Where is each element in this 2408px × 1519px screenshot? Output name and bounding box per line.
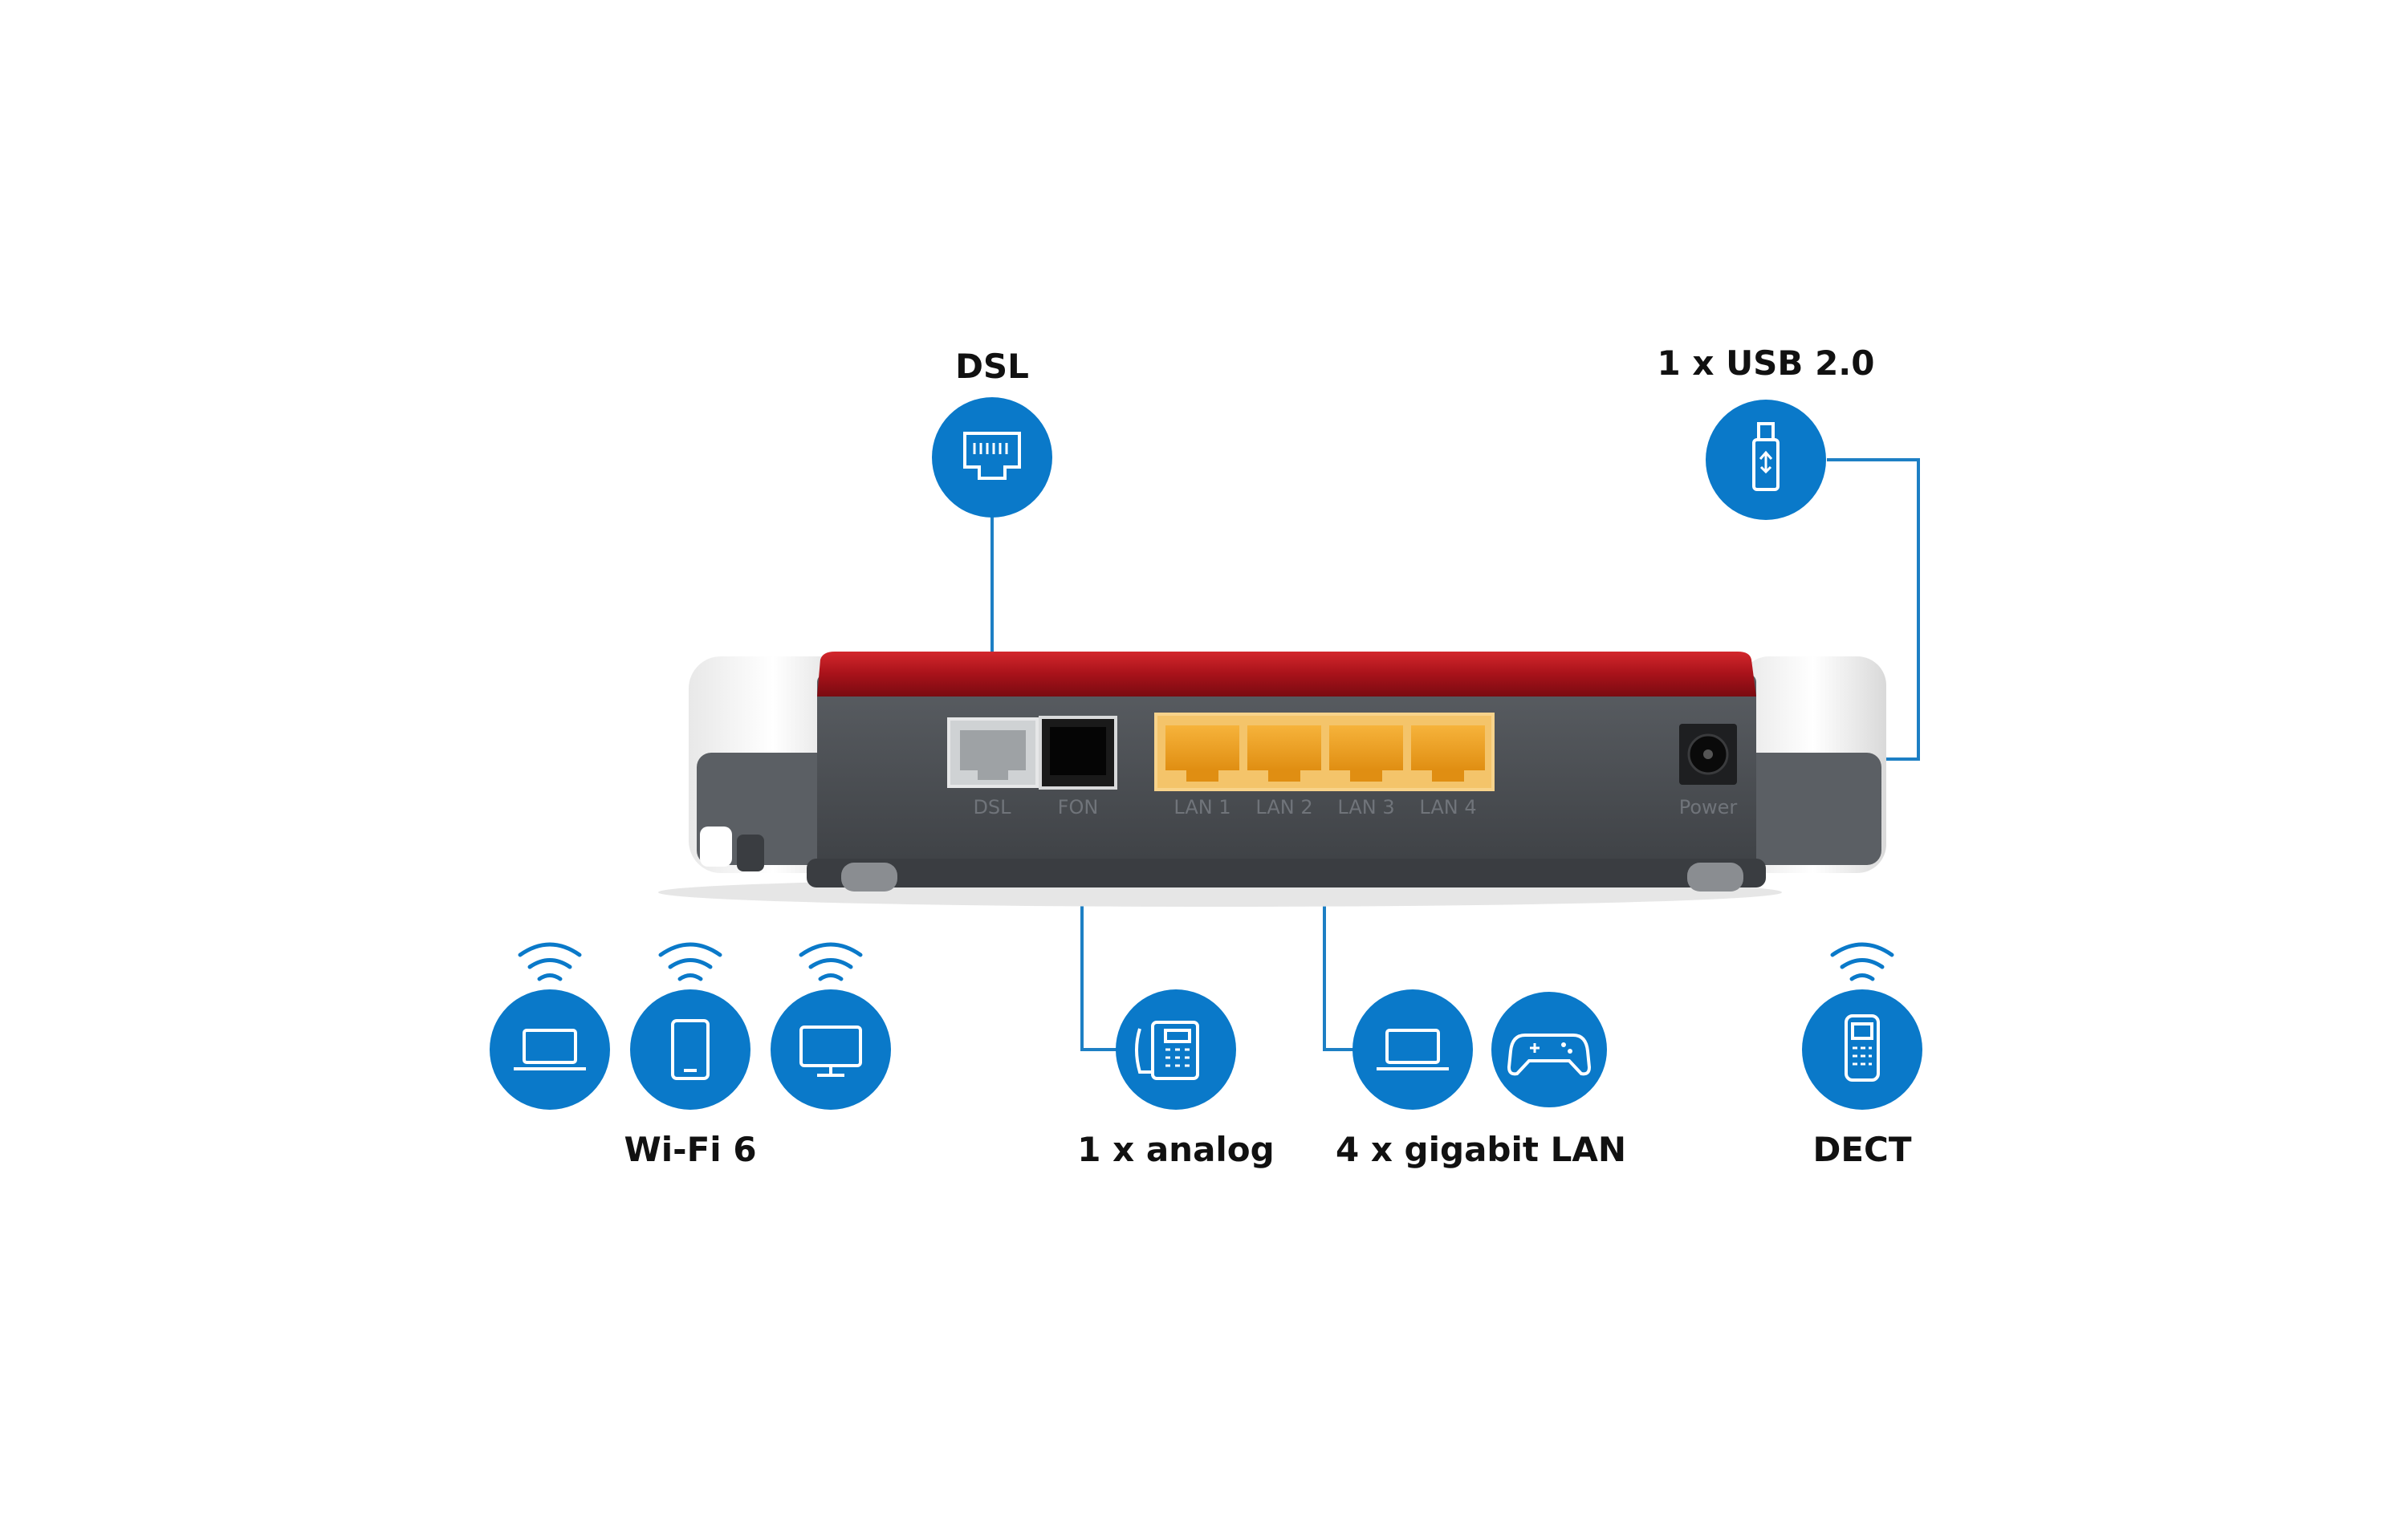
laptop-icon — [1377, 1029, 1449, 1070]
router-foot-right — [1687, 863, 1743, 891]
dect-group — [1802, 942, 1922, 1110]
port-label-fon: FON — [1058, 796, 1099, 818]
lan-port-4 — [1411, 725, 1485, 770]
wifi-label: Wi-Fi 6 — [624, 1130, 757, 1169]
lan-group — [1352, 987, 1612, 1112]
fon-port — [1039, 716, 1117, 790]
router-left-cap — [689, 656, 857, 873]
lan-port-3 — [1329, 725, 1403, 770]
lan-ports — [1154, 713, 1495, 791]
usb-circle — [1706, 400, 1826, 520]
gamepad-icon — [1507, 1034, 1592, 1076]
lan-label: 4 x gigabit LAN — [1335, 1130, 1627, 1169]
port-label-dsl: DSL — [973, 796, 1011, 818]
monitor-icon — [799, 1026, 862, 1077]
port-label-lan3: LAN 3 — [1337, 796, 1394, 818]
usb-connector-line — [1827, 458, 1920, 761]
analog-circle — [1116, 989, 1236, 1110]
laptop-icon — [514, 1029, 586, 1070]
cordless-phone-icon — [1845, 1014, 1880, 1082]
port-label-lan1: LAN 1 — [1173, 796, 1230, 818]
port-label-lan4: LAN 4 — [1419, 796, 1476, 818]
usb-stick-icon — [1752, 422, 1780, 491]
port-label-lan2: LAN 2 — [1255, 796, 1312, 818]
router-right-cap — [1740, 656, 1886, 873]
port-label-power: Power — [1679, 796, 1738, 818]
dect-label: DECT — [1812, 1130, 1912, 1169]
dsl-port — [947, 717, 1039, 788]
tablet-icon — [671, 1019, 710, 1080]
analog-label: 1 x analog — [1077, 1130, 1275, 1169]
ethernet-port-icon — [963, 432, 1021, 480]
router-base — [807, 859, 1766, 887]
usb-label: 1 x USB 2.0 — [1657, 343, 1875, 383]
wifi-waves — [518, 942, 863, 981]
lan-port-1 — [1165, 725, 1239, 770]
router: DSL FON LAN 1 LAN 2 LAN 3 LAN 4 Power — [658, 652, 1886, 907]
wifi-group — [490, 942, 891, 1110]
dsl-label: DSL — [955, 347, 1029, 386]
dect-waves — [1830, 942, 1894, 981]
lan-port-2 — [1247, 725, 1321, 770]
dsl-circle — [932, 397, 1052, 518]
router-red-top — [817, 652, 1756, 697]
power-port — [1679, 724, 1737, 785]
desk-phone-icon — [1135, 1021, 1199, 1080]
router-foot-left — [841, 863, 897, 891]
